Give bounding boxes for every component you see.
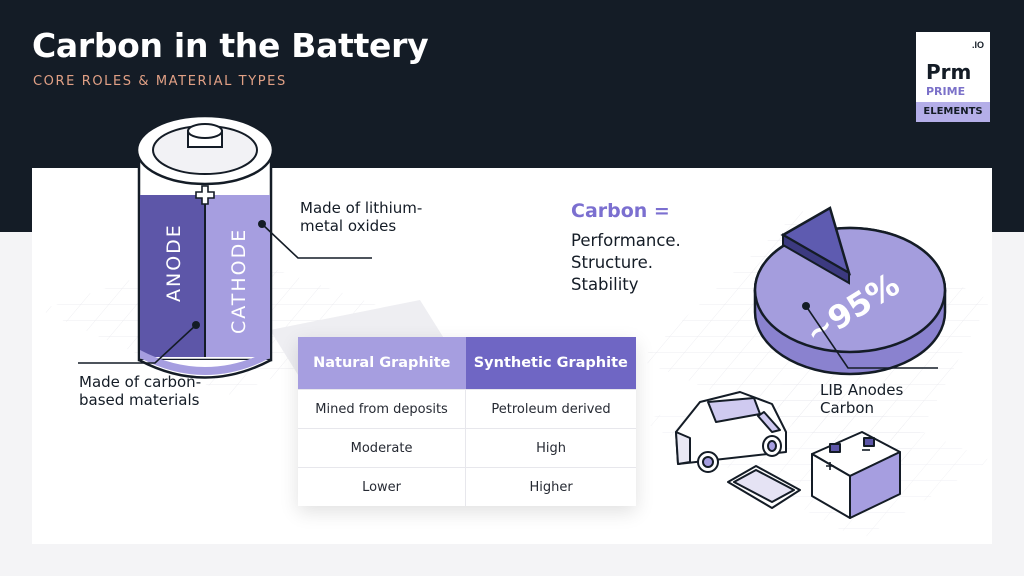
table-cell: Petroleum derived xyxy=(465,389,636,429)
phone-icon xyxy=(727,465,801,509)
table-cell: High xyxy=(465,428,636,468)
table-row: Moderate High xyxy=(298,428,636,468)
tagline-line: Structure. xyxy=(571,253,654,272)
cathode-note: Made of lithium-metal oxides xyxy=(300,199,423,235)
battery-illustration: ANODE CATHODE xyxy=(135,114,275,379)
table-cell: Higher xyxy=(465,467,636,506)
logo-symbol: Prm xyxy=(926,60,972,84)
table-row: Lower Higher xyxy=(298,467,636,506)
car-icon xyxy=(675,391,787,473)
logo-suffix: .IO xyxy=(971,40,984,50)
table-row: Mined from deposits Petroleum derived xyxy=(298,389,636,429)
graphite-comparison-table: Natural Graphite Synthetic Graphite Mine… xyxy=(298,337,636,506)
header-synthetic-graphite: Synthetic Graphite xyxy=(465,337,636,390)
table-cell: Moderate xyxy=(298,428,466,468)
carbon-tagline: Performance. Structure. Stability xyxy=(571,230,771,296)
car-battery-icon xyxy=(811,431,901,519)
table-cell: Mined from deposits xyxy=(298,389,466,429)
anode-share-pie: ~95% xyxy=(753,206,947,376)
logo-elements: ELEMENTS xyxy=(916,102,990,122)
prime-elements-logo[interactable]: .IO Prm PRIME ELEMENTS xyxy=(914,30,992,124)
pie-caption: LIB Anodes Carbon xyxy=(820,381,904,417)
cathode-leader-line xyxy=(261,223,372,259)
carbon-headline: Carbon = xyxy=(571,200,670,222)
page-title: Carbon in the Battery xyxy=(32,26,429,65)
pie-leader-line xyxy=(805,305,938,369)
table-cell: Lower xyxy=(298,467,466,506)
tagline-line: Stability xyxy=(571,275,639,294)
anode-leader-line xyxy=(78,324,197,364)
tagline-line: Performance. xyxy=(571,231,681,250)
anode-label: ANODE xyxy=(163,223,185,302)
page-subtitle: CORE ROLES & MATERIAL TYPES xyxy=(33,74,287,89)
anode-note: Made of carbon-based materials xyxy=(79,373,202,409)
cathode-label: CATHODE xyxy=(228,228,250,334)
header-natural-graphite: Natural Graphite xyxy=(298,337,466,390)
logo-prime: PRIME xyxy=(926,85,966,98)
